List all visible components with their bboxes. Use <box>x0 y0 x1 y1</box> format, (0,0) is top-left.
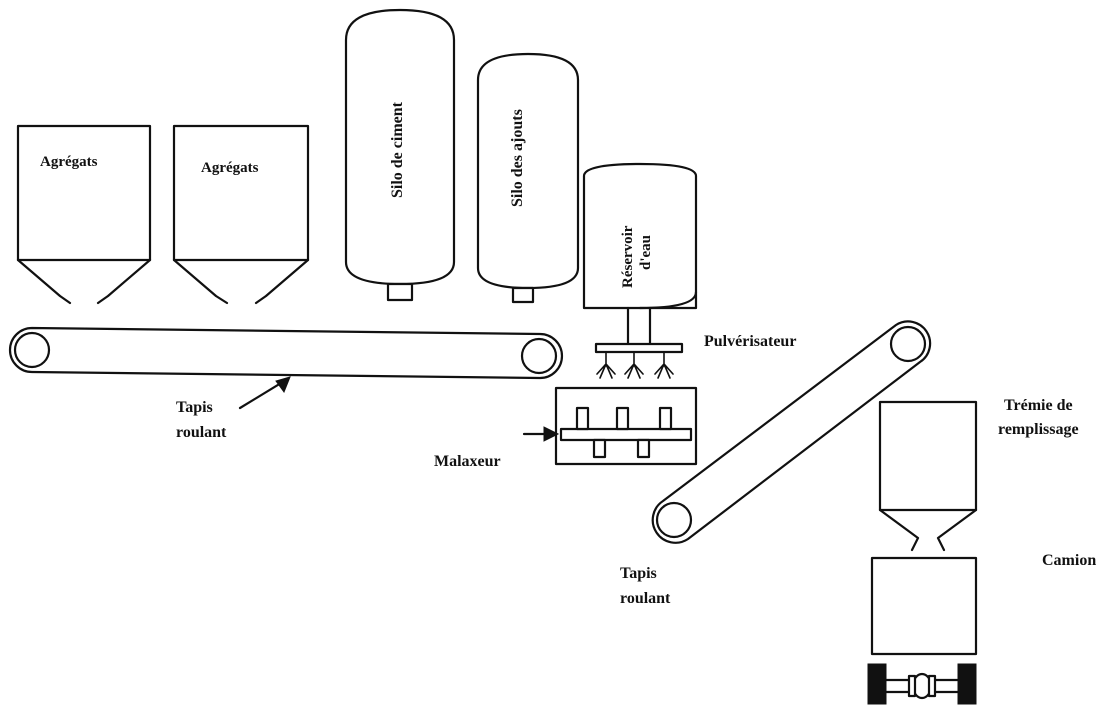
cement-silo-label: Silo de ciment <box>389 101 406 198</box>
truck: Camion <box>867 552 1096 705</box>
truck-label: Camion <box>1042 552 1096 569</box>
inclined-conveyor: Tapis roulant <box>620 320 932 607</box>
aggregate-bin-1-label: Agrégats <box>40 154 98 170</box>
conveyor-2-label-line2: roulant <box>620 590 671 607</box>
filling-hopper: Trémie de remplissage <box>878 397 1079 552</box>
water-tank: Réservoir d'eau <box>582 162 698 346</box>
aggregate-bin-1: Agrégats <box>16 124 152 305</box>
additives-silo: Silo des ajouts <box>476 52 580 304</box>
hopper-label-line2: remplissage <box>998 421 1079 438</box>
water-tank-label-line1: Réservoir <box>620 225 636 288</box>
hopper-label-line1: Trémie de <box>1004 397 1073 414</box>
conveyor-1-label-line1: Tapis <box>176 399 213 416</box>
aggregate-bin-2: Agrégats <box>172 124 310 305</box>
horizontal-conveyor: Tapis roulant <box>8 326 564 441</box>
mixer-label: Malaxeur <box>434 453 501 470</box>
cement-silo: Silo de ciment <box>344 8 456 302</box>
aggregate-bin-2-label: Agrégats <box>201 160 259 176</box>
additives-silo-label: Silo des ajouts <box>509 109 526 207</box>
sprayer-label: Pulvérisateur <box>704 333 796 350</box>
mixer: Malaxeur <box>434 386 698 470</box>
sprayer: Pulvérisateur <box>594 333 796 379</box>
conveyor-2-label-line1: Tapis <box>620 565 657 582</box>
water-tank-label-line2: d'eau <box>638 235 654 270</box>
conveyor-1-label-line2: roulant <box>176 424 227 441</box>
